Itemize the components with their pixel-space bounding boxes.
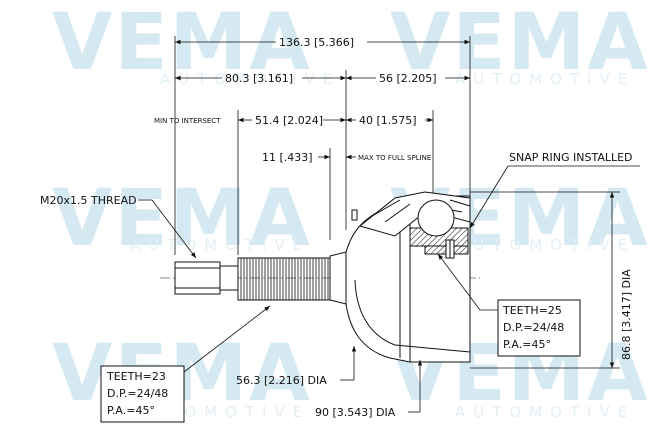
spec-outer-dp: D.P.=24/48	[107, 387, 168, 400]
dim-length-center-to-end: 56 [2.205]	[379, 72, 437, 85]
leader-lines	[138, 165, 640, 413]
watermark-logo: VEMA	[390, 4, 650, 82]
spec-inner-dp: D.P.=24/48	[503, 321, 564, 334]
watermark-logo: VEMA	[52, 180, 312, 258]
label-min-to-intersect: MIN TO INTERSECT	[154, 117, 221, 125]
watermark-subtitle: AUTOMOTIVE	[455, 70, 636, 88]
spec-box-inner: TEETH=25 D.P.=24/48 P.A.=45°	[497, 299, 581, 357]
dim-length-to-center: 80.3 [3.161]	[225, 72, 293, 85]
extension-lines	[174, 36, 620, 369]
watermark-subtitle: AUTOMOTIVE	[455, 403, 636, 421]
watermark-brand: VEMA	[52, 174, 312, 264]
watermark-logo: VEMA	[52, 4, 312, 82]
spec-outer-pa: P.A.=45°	[107, 404, 155, 417]
dim-body-diameter: 86.8 [3.417] DIA	[620, 269, 633, 360]
spec-inner-pa: P.A.=45°	[503, 338, 551, 351]
dimension-lines	[175, 39, 615, 368]
spec-inner-teeth: TEETH=25	[502, 304, 562, 317]
dim-overall-length: 136.3 [5.366]	[279, 36, 354, 49]
spec-outer-teeth: TEETH=23	[106, 370, 166, 383]
dim-max-to-full-spline: 40 [1.575]	[359, 114, 417, 127]
watermark-subtitle: AUTOMOTIVE	[130, 236, 311, 254]
watermark-brand: VEMA	[52, 0, 312, 88]
label-max-to-full-spline: MAX TO FULL SPLINE	[358, 154, 431, 162]
dim-spline-offset: 11 [.433]	[262, 151, 313, 164]
watermark-subtitle: AUTOMOTIVE	[455, 236, 636, 254]
dim-min-to-intersect: 51.4 [2.024]	[255, 114, 323, 127]
callout-thread: M20x1.5 THREAD	[40, 194, 137, 207]
dim-seal-diameter: 56.3 [2.216] DIA	[236, 374, 327, 387]
watermark-subtitle: AUTOMOTIVE	[160, 70, 341, 88]
callout-snap-ring: SNAP RING INSTALLED	[509, 151, 633, 164]
cv-joint-outline	[160, 191, 480, 363]
dim-bell-diameter: 90 [3.543] DIA	[315, 406, 396, 419]
watermark-brand: VEMA	[390, 0, 650, 88]
spec-box-outer: TEETH=23 D.P.=24/48 P.A.=45°	[100, 365, 185, 423]
